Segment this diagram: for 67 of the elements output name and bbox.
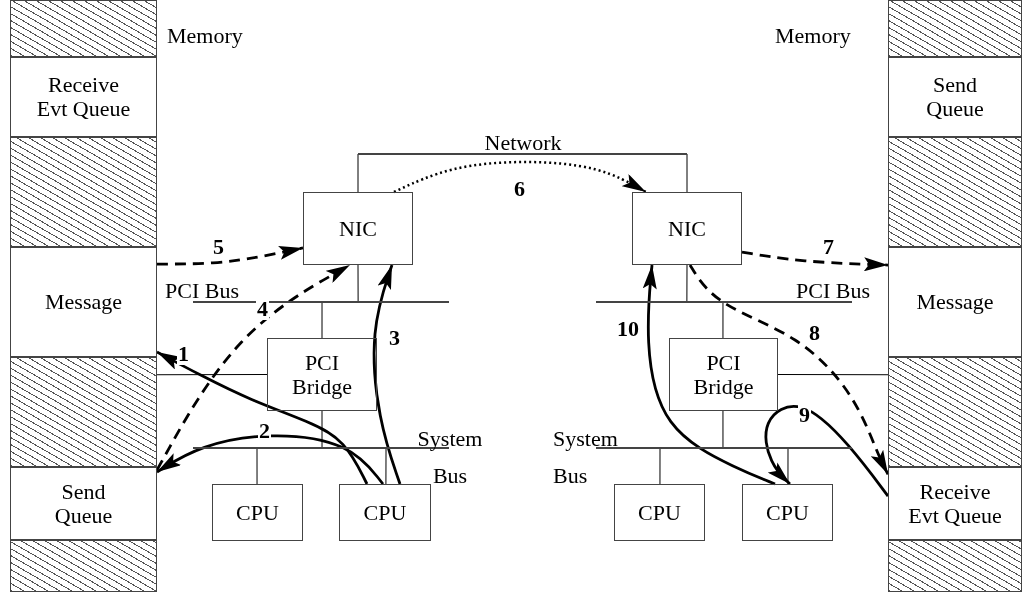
bus-label: PCI Bus: [795, 277, 870, 305]
memory-segment: [10, 467, 157, 540]
connection-line: [321, 302, 323, 339]
component-box: [614, 484, 705, 541]
hatched-area: [10, 540, 157, 592]
component-label: CPU: [236, 500, 279, 525]
component-box: [669, 338, 778, 411]
component-box: [267, 338, 377, 411]
step-number: 4: [256, 298, 269, 320]
connection-line: [777, 374, 889, 376]
hatched-area: [10, 357, 157, 467]
dotted-arrow: [393, 160, 647, 194]
arrow: [642, 264, 776, 486]
memory-title: Memory: [167, 24, 243, 48]
connection-line: [686, 153, 688, 193]
bus-label: System Bus: [416, 425, 484, 490]
connection-line: [385, 448, 387, 485]
connection-line: [722, 410, 724, 448]
connection-line: [722, 302, 724, 339]
component-label: Message: [45, 290, 122, 314]
component-label: CPU: [766, 500, 809, 525]
component-label: Send Queue: [53, 479, 114, 528]
memory-segment: [10, 57, 157, 137]
connection-line: [659, 448, 661, 485]
memory-segment: [888, 57, 1022, 137]
dashed-arrow: [688, 264, 890, 475]
component-label: CPU: [638, 500, 681, 525]
memory-segment: [888, 247, 1022, 357]
connection-line: [686, 264, 688, 302]
network-label: Network: [483, 129, 563, 157]
dashed-arrow: [157, 246, 304, 266]
component-label: Message: [916, 290, 994, 314]
hatched-area: [10, 0, 157, 57]
hatched-area: [888, 357, 1022, 467]
memory-segment: [888, 467, 1022, 540]
connection-line: [357, 153, 359, 193]
connection-line: [256, 448, 258, 485]
component-label: NIC: [339, 216, 377, 241]
hatched-area: [888, 137, 1022, 247]
connection-line: [357, 264, 359, 302]
arrow: [764, 405, 890, 498]
component-box: [632, 192, 742, 265]
component-box: [742, 484, 833, 541]
component-box: [339, 484, 431, 541]
component-label: PCI Bridge: [291, 350, 353, 399]
connection-line: [787, 448, 789, 485]
arrow: [156, 434, 385, 485]
hatched-area: [888, 540, 1022, 592]
memory-title: Memory: [775, 24, 851, 48]
connection-line: [156, 374, 268, 376]
hatched-area: [888, 0, 1022, 57]
component-label: CPU: [363, 500, 407, 525]
component-box: [212, 484, 303, 541]
bus-label: System Bus: [553, 425, 619, 490]
connection-line: [321, 410, 323, 448]
component-label: NIC: [668, 216, 706, 241]
component-label: PCI Bridge: [692, 350, 755, 399]
hatched-area: [10, 137, 157, 247]
arrow: [156, 350, 369, 485]
component-box: [303, 192, 413, 265]
dashed-arrow: [741, 250, 889, 272]
dashed-arrow: [155, 263, 351, 471]
component-label: Receive Evt Queue: [907, 479, 1003, 528]
component-label: Send Queue: [925, 73, 985, 121]
memory-segment: [10, 247, 157, 357]
arrow: [372, 264, 402, 485]
component-label: Receive Evt Queue: [35, 73, 132, 121]
